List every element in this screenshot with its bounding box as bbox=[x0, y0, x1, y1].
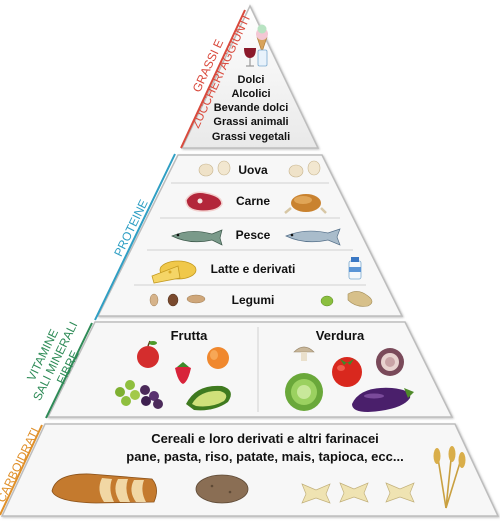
ice-cream-icon bbox=[256, 24, 268, 53]
eggplant-icon bbox=[352, 387, 414, 412]
cheese-icon bbox=[151, 260, 197, 284]
tomato-icon bbox=[332, 357, 362, 387]
cabbage-icon bbox=[285, 373, 323, 411]
accent-line-grassi bbox=[180, 9, 246, 149]
beans-icon bbox=[320, 291, 373, 307]
grassi-item-grassi-vegetali: Grassi vegetali bbox=[212, 131, 290, 143]
potato-icon bbox=[195, 474, 249, 504]
mushroom-icon bbox=[293, 346, 315, 361]
grassi-item-alcolici: Alcolici bbox=[231, 88, 270, 100]
meat-icon bbox=[185, 191, 223, 212]
chicken-icon bbox=[284, 194, 327, 214]
egg-icon bbox=[288, 160, 321, 178]
proteine-row-uova: Uova bbox=[238, 163, 268, 177]
proteine-row-legumi: Legumi bbox=[232, 293, 275, 307]
grassi-item-dolci: Dolci bbox=[238, 74, 265, 86]
onion-icon bbox=[376, 348, 404, 376]
wine-glass-icon bbox=[244, 48, 268, 67]
carboidrati-title-line2: pane, pasta, riso, patate, mais, tapioca… bbox=[126, 449, 403, 464]
strawberry-icon bbox=[175, 362, 191, 384]
fish-icon bbox=[285, 228, 341, 246]
proteine-row-latte: Latte e derivati bbox=[211, 262, 296, 276]
grapes-icon bbox=[115, 380, 163, 409]
accent-line-vitamine bbox=[45, 322, 93, 419]
pyramid-tier-vitamine bbox=[46, 321, 454, 418]
accent-line-proteine bbox=[94, 153, 176, 321]
milk-bottle-icon bbox=[348, 257, 362, 280]
peach-icon bbox=[207, 347, 229, 369]
carboidrati-title-line1: Cereali e loro derivati e altri farinace… bbox=[151, 431, 379, 446]
grassi-item-grassi-animali: Grassi animali bbox=[213, 116, 288, 128]
apple-icon bbox=[137, 340, 159, 368]
fish-icon bbox=[171, 229, 223, 246]
vitamine-column-verdura: Verdura bbox=[316, 328, 365, 343]
pyramid-tier-grassi bbox=[180, 4, 320, 149]
wheat-icon bbox=[433, 446, 466, 509]
grassi-item-bevande-dolci: Bevande dolci bbox=[214, 102, 289, 114]
pasta-icon bbox=[301, 482, 415, 504]
egg-icon bbox=[198, 160, 231, 177]
avocado-icon bbox=[186, 385, 231, 411]
vitamine-column-frutta: Frutta bbox=[171, 328, 209, 343]
proteine-row-pesce: Pesce bbox=[236, 228, 271, 242]
proteine-row-carne: Carne bbox=[236, 194, 270, 208]
beans-icon bbox=[149, 293, 206, 307]
accent-line-carboidrati bbox=[0, 424, 43, 516]
bread-icon bbox=[51, 473, 157, 504]
